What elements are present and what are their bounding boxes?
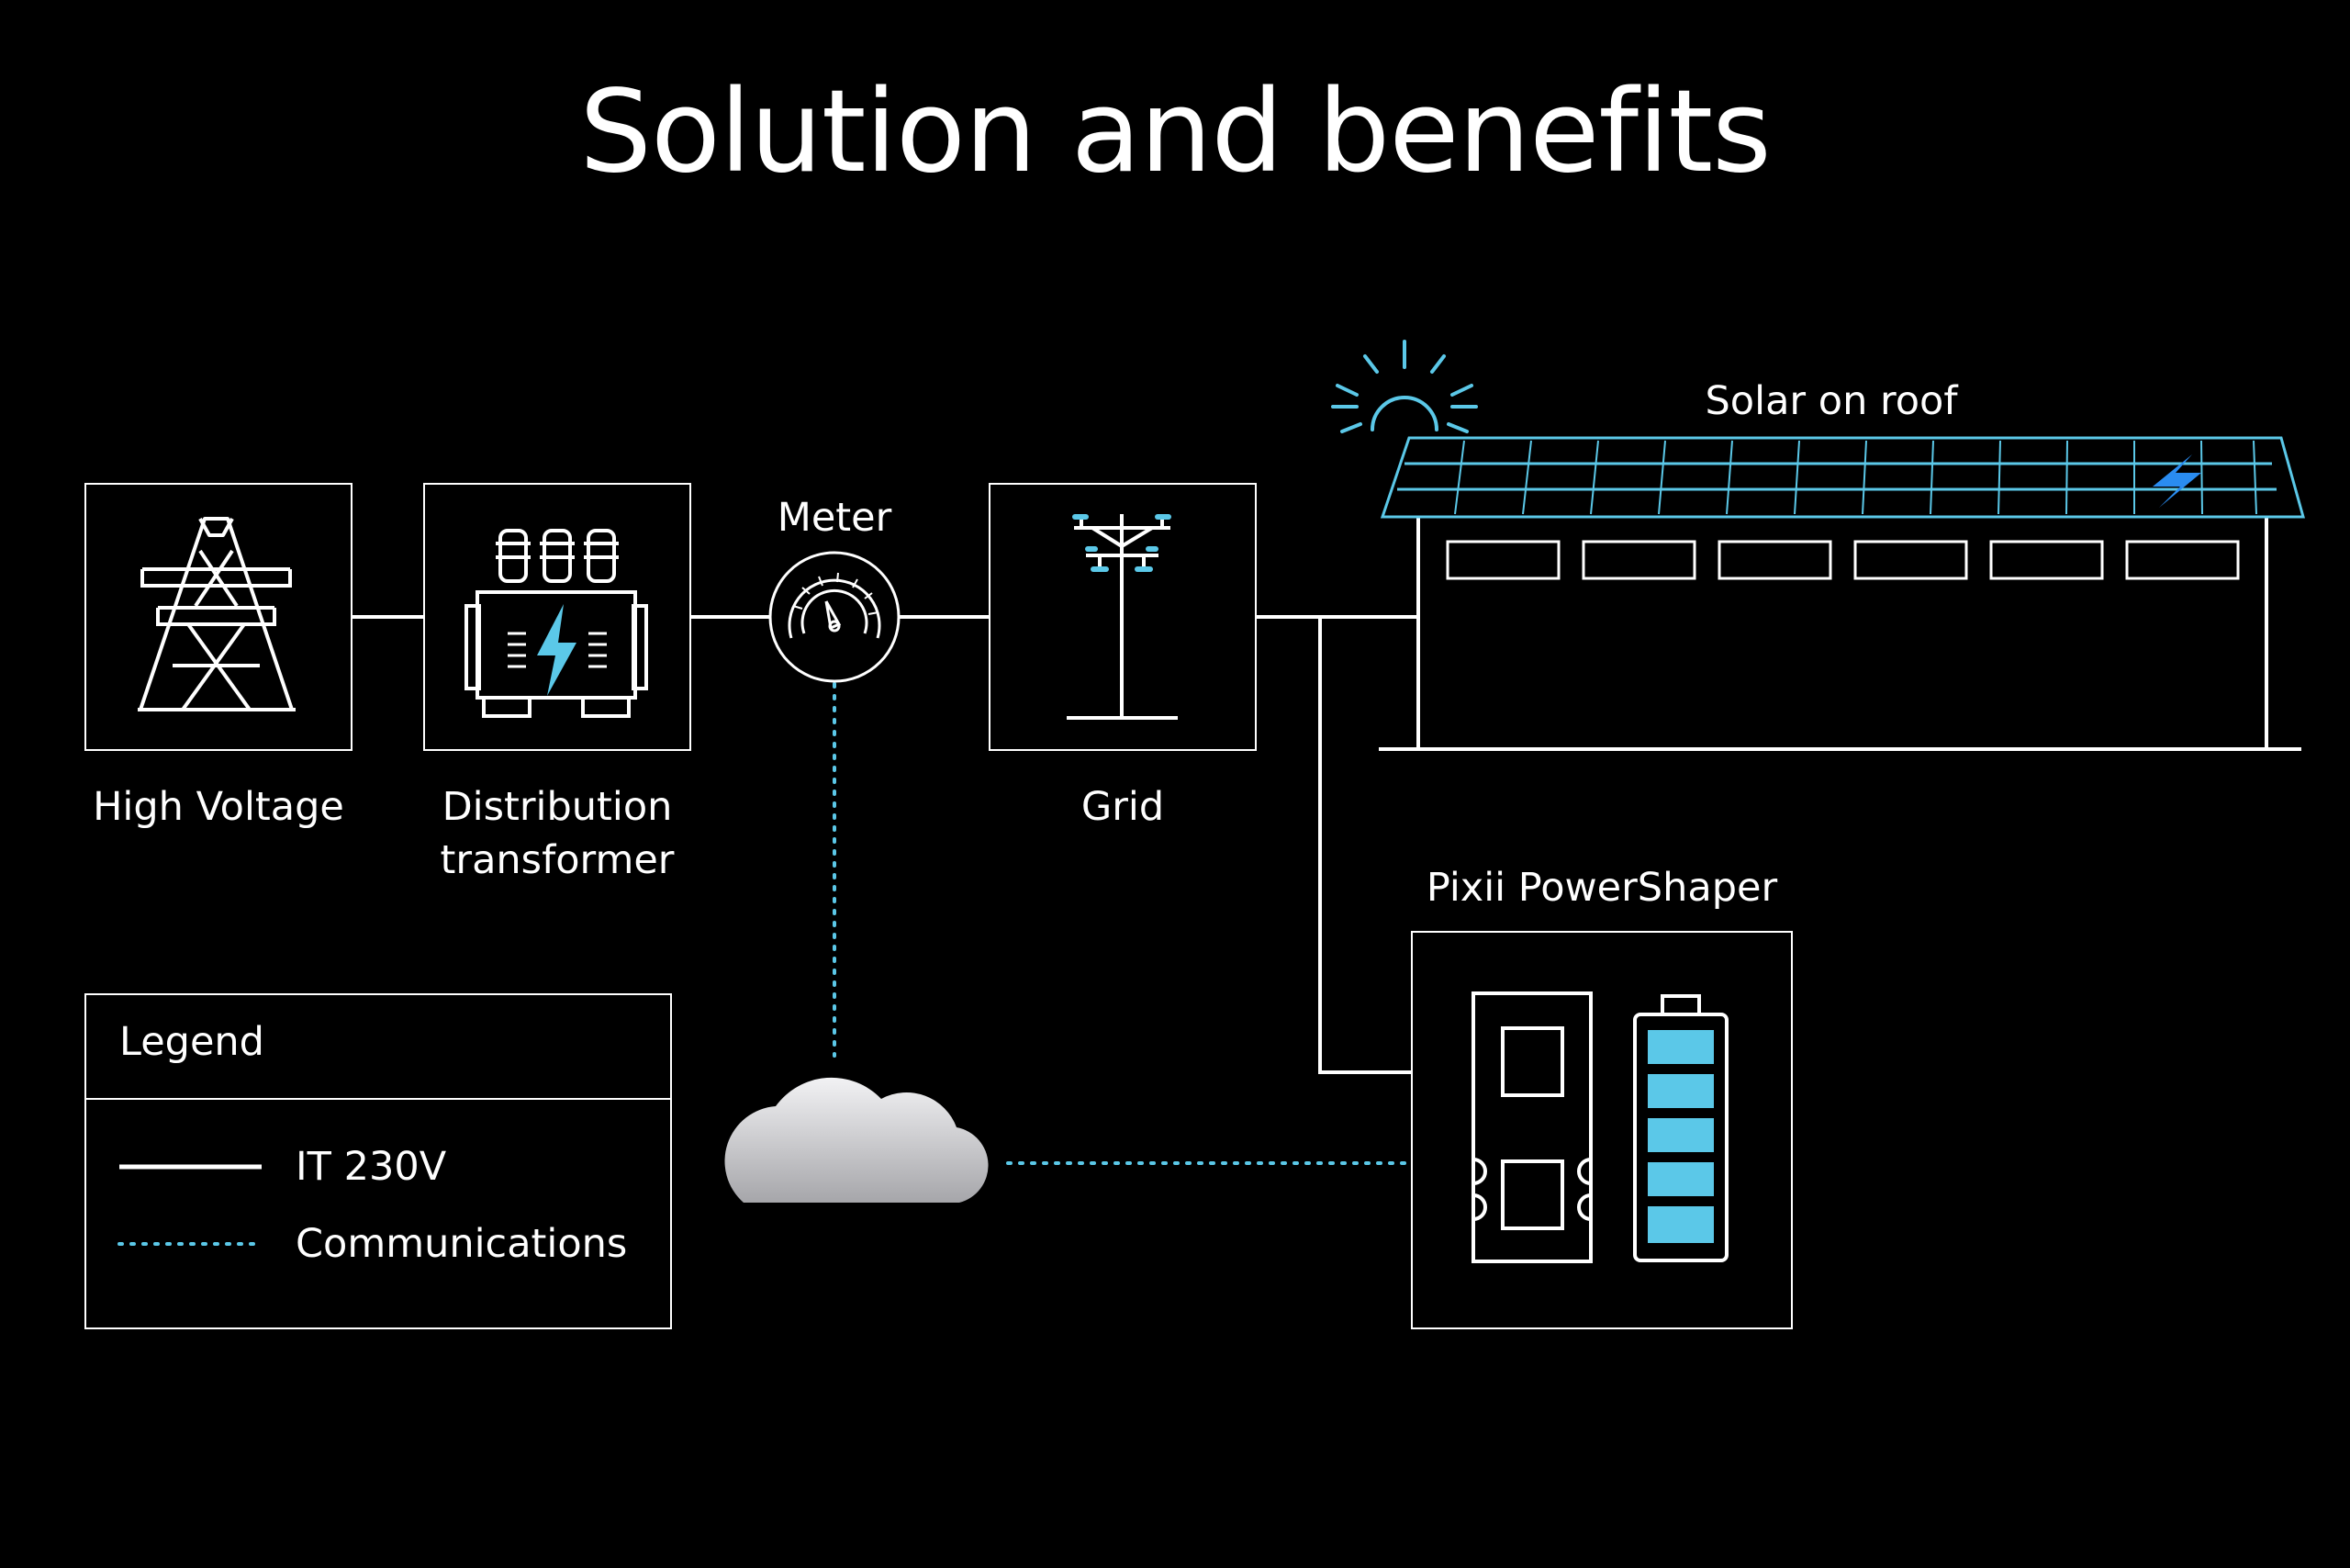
insulator-icons — [1072, 514, 1171, 572]
grid-label: Grid — [1080, 784, 1165, 830]
utility-pole-icon — [1067, 514, 1178, 720]
transmission-tower-icon — [138, 517, 296, 711]
communication-lines — [833, 682, 1412, 1165]
distribution-label-line1: Distribution — [442, 784, 673, 830]
powershaper-unit-icon — [1472, 991, 1593, 1263]
lightning-bolt-icon — [537, 604, 576, 696]
building-windows — [1446, 540, 2240, 580]
meter-label: Meter — [777, 495, 892, 541]
power-lines — [352, 615, 1418, 1074]
distribution-label-line2: transformer — [440, 837, 675, 883]
solar-panel-roof — [1380, 436, 2305, 519]
battery-icon — [1633, 994, 1729, 1262]
page-title: Solution and benefits — [579, 66, 1771, 198]
powershaper-box — [1411, 931, 1793, 1329]
high-voltage-box — [84, 483, 352, 751]
powershaper-label: Pixii PowerShaper — [1426, 865, 1778, 911]
distribution-transformer-box — [423, 483, 691, 751]
cloud-icon — [724, 1077, 989, 1203]
grid-box — [989, 483, 1257, 751]
sun-icon — [1331, 340, 1478, 433]
legend-item-it230v: IT 230V — [296, 1144, 447, 1190]
meter-icon — [768, 551, 901, 683]
legend-title: Legend — [119, 1019, 264, 1065]
transformer-icon — [464, 529, 648, 718]
legend-box — [84, 993, 672, 1329]
legend-item-communications: Communications — [296, 1221, 628, 1267]
solar-on-roof-label: Solar on roof — [1705, 378, 1958, 424]
high-voltage-label: High Voltage — [93, 784, 344, 830]
building — [1379, 516, 2301, 751]
solar-lightning-bolt-icon — [2153, 454, 2201, 508]
